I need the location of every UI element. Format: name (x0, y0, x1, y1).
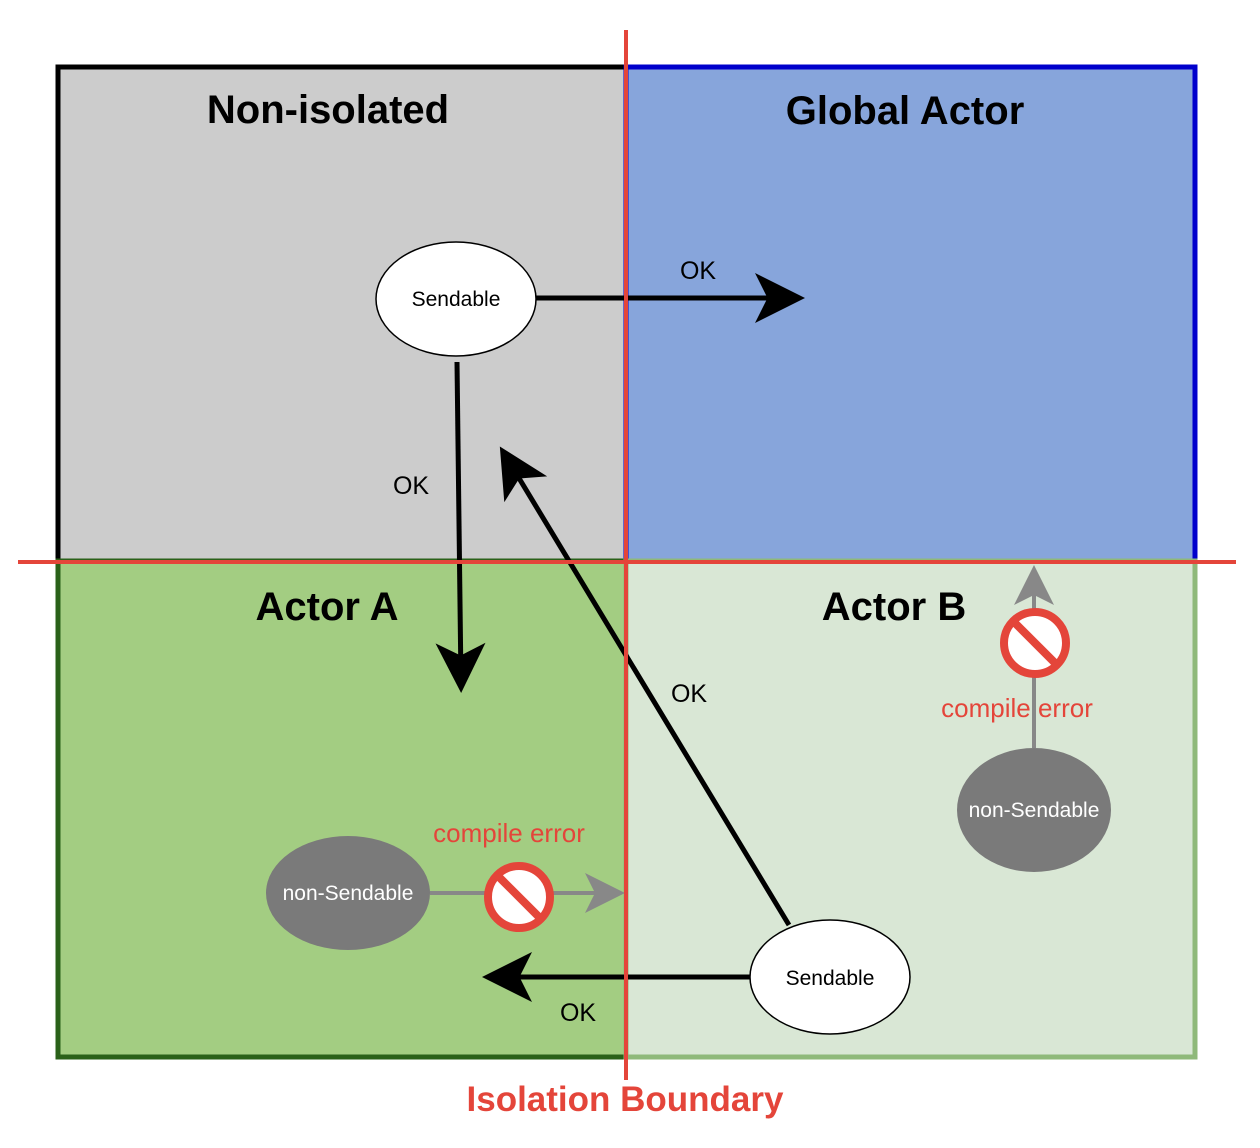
non-isolated-title: Non-isolated (207, 88, 449, 132)
edge-sendable-to-actor-a (435, 361, 486, 693)
compile-error-actor-b: compile error (941, 693, 1093, 723)
global-actor-title: Global Actor (786, 89, 1025, 133)
label-ok-actor-a: OK (393, 472, 429, 500)
sendable-node-bottom: Sendable (749, 919, 911, 1035)
label-ok-actor-a-bottom: OK (560, 999, 596, 1027)
prohibited-icon (484, 862, 554, 932)
actor-a-title: Actor A (256, 585, 399, 629)
region-actor-a (55, 558, 629, 1060)
sendable-node-top-label: Sendable (412, 288, 501, 311)
non-sendable-node-a: non-Sendable (266, 836, 430, 950)
isolation-boundary-label: Isolation Boundary (467, 1080, 785, 1119)
region-global-actor (623, 64, 1198, 564)
edge-actor-b-to-non-isolated (499, 446, 792, 927)
non-sendable-node-a-label: non-Sendable (283, 882, 414, 905)
non-sendable-node-b-label: non-Sendable (969, 799, 1100, 822)
sendable-node-top: Sendable (375, 241, 537, 357)
compile-error-actor-a: compile error (433, 818, 585, 848)
actor-b-title: Actor B (822, 585, 966, 629)
label-ok-non-isolated: OK (671, 680, 707, 708)
non-sendable-node-b: non-Sendable (957, 748, 1111, 872)
region-non-isolated (55, 64, 629, 564)
prohibited-icon (1000, 608, 1070, 678)
label-ok-global-actor: OK (680, 257, 716, 285)
sendable-node-bottom-label: Sendable (786, 967, 875, 990)
